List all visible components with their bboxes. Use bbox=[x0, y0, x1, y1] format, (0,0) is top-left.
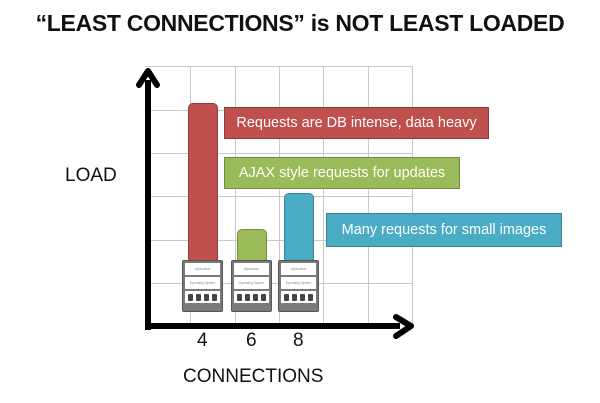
application-slot: Application bbox=[234, 263, 269, 275]
grid-line bbox=[412, 66, 413, 328]
application-slot: Application bbox=[281, 263, 316, 275]
x-axis-label: CONNECTIONS bbox=[183, 366, 324, 387]
x-axis-arrow-icon bbox=[393, 314, 414, 339]
server-icon: Application Operating System bbox=[278, 260, 319, 312]
hardware-icons bbox=[234, 291, 269, 303]
grid-line bbox=[145, 66, 413, 67]
x-axis bbox=[145, 323, 400, 329]
grid-line bbox=[145, 240, 413, 241]
diagram-title: “LEAST CONNECTIONS” is NOT LEAST LOADED bbox=[35, 10, 565, 36]
grid-line bbox=[368, 66, 369, 328]
server-icon: Application Operating System bbox=[182, 260, 223, 312]
grid-line bbox=[323, 66, 324, 328]
x-tick-label: 6 bbox=[246, 330, 257, 351]
y-axis-arrow-icon bbox=[136, 68, 160, 88]
os-slot: Operating System bbox=[234, 277, 269, 289]
hardware-icons bbox=[281, 291, 316, 303]
hardware-icons bbox=[185, 291, 220, 303]
x-tick-label: 4 bbox=[197, 330, 208, 351]
server-icon: Application Operating System bbox=[231, 260, 272, 312]
annotation-box: Requests are DB intense, data heavy bbox=[224, 107, 489, 139]
y-axis bbox=[145, 80, 151, 330]
y-axis-label: LOAD bbox=[65, 165, 117, 186]
annotation-box: Many requests for small images bbox=[326, 213, 562, 247]
load-bar bbox=[237, 229, 267, 264]
x-tick-label: 8 bbox=[293, 330, 304, 351]
grid-line bbox=[145, 196, 413, 197]
application-slot: Application bbox=[185, 263, 220, 275]
annotation-box: AJAX style requests for updates bbox=[224, 157, 460, 189]
os-slot: Operating System bbox=[185, 277, 220, 289]
grid-line bbox=[235, 66, 236, 328]
load-bar bbox=[284, 192, 314, 264]
os-slot: Operating System bbox=[281, 277, 316, 289]
grid-line bbox=[145, 153, 413, 154]
load-bar bbox=[188, 103, 218, 264]
grid-line bbox=[279, 66, 280, 328]
